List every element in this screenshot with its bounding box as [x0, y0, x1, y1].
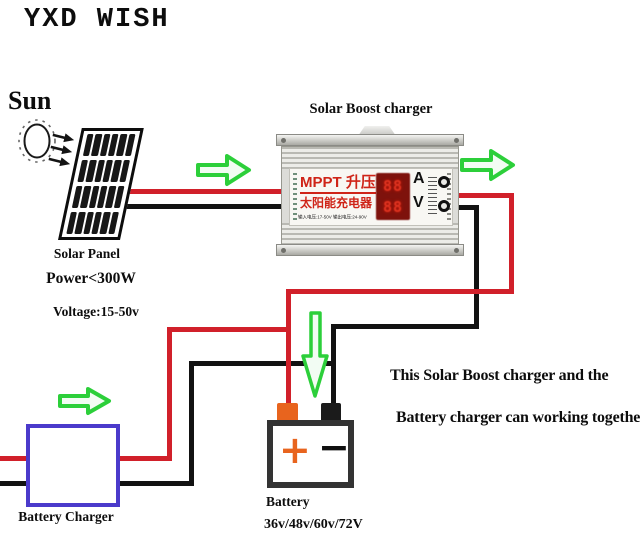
heatsink-ridges: [282, 147, 458, 169]
battery-charger-label: Battery Charger: [18, 509, 114, 524]
wire-positive-segment: [286, 289, 291, 409]
volt-unit-label: V: [413, 194, 424, 211]
device-subtitle: 太阳能充电器: [300, 196, 373, 210]
battery-negative-terminal: [321, 403, 341, 422]
note-line-2: Battery charger can working together: [396, 409, 640, 426]
wire-positive-segment: [167, 327, 172, 460]
wire-positive-segment: [167, 327, 291, 332]
faceplate-microtext: [428, 177, 437, 217]
adjust-button-bottom: [438, 200, 450, 212]
device-top-flange: [276, 134, 464, 146]
note-line-1: This Solar Boost charger and the: [390, 367, 609, 384]
flow-arrow-down-icon: [301, 311, 329, 398]
solar-panel-label: Solar Panel: [53, 246, 121, 261]
battery-charger-box: [26, 424, 120, 507]
device-bottom-flange: [276, 244, 464, 256]
device-mount-tab: [358, 126, 396, 136]
wire-negative-segment: [474, 205, 479, 329]
device-faceplate: MPPT 升压 太阳能充电器 输入电压:17-50V 输出电压:24-90V 8…: [289, 168, 453, 226]
solar-panel-voltage: Voltage:15-50v: [53, 304, 139, 319]
device-title: MPPT 升压: [300, 171, 376, 194]
led-display: 88 88: [376, 173, 410, 220]
wire-negative-segment: [452, 205, 479, 210]
amp-unit-label: A: [413, 170, 425, 187]
wire-positive-segment: [509, 193, 514, 294]
flow-arrow-right-icon: [196, 154, 251, 186]
faceplate-microtext: [447, 173, 451, 221]
heatsink-ridges: [282, 223, 458, 245]
wire-negative-segment: [189, 361, 336, 366]
mppt-boost-charger-device: MPPT 升压 太阳能充电器 输入电压:17-50V 输出电压:24-90V 8…: [276, 126, 464, 258]
screw-icon: [281, 138, 286, 143]
solar-panel-power: Power<300W: [46, 270, 136, 287]
battery-box: [267, 420, 354, 488]
boost-charger-caption: Solar Boost charger: [309, 101, 433, 117]
led-row-volts: 88: [382, 198, 404, 216]
wire-negative-segment: [189, 361, 194, 486]
wire-negative-segment: [331, 324, 479, 329]
adjust-button-top: [438, 176, 450, 188]
screw-icon: [454, 138, 459, 143]
flow-arrow-right-icon: [460, 149, 515, 181]
wire-negative-segment: [122, 204, 294, 209]
sun-label: Sun: [8, 86, 52, 115]
battery-voltages: 36v/48v/60v/72V: [264, 517, 363, 532]
wire-positive-segment: [286, 289, 514, 294]
solar-panel-cells: [66, 134, 136, 234]
device-specs: 输入电压:17-50V 输出电压:24-90V: [298, 215, 367, 220]
battery-minus-sign: −: [318, 425, 350, 469]
wire-negative-segment: [331, 324, 336, 410]
sun-icon: [18, 119, 56, 163]
wire-positive-segment: [452, 193, 514, 198]
battery-positive-terminal: [277, 403, 298, 422]
led-row-amps: 88: [382, 177, 404, 195]
flow-arrow-right-icon: [58, 387, 111, 415]
wire-positive-segment: [124, 189, 294, 194]
battery-plus-sign: +: [279, 428, 311, 472]
screw-icon: [281, 248, 286, 253]
battery-label: Battery: [266, 494, 310, 509]
faceplate-microtext: [293, 173, 297, 221]
screw-icon: [454, 248, 459, 253]
brand-title: YXD WISH: [24, 5, 170, 35]
